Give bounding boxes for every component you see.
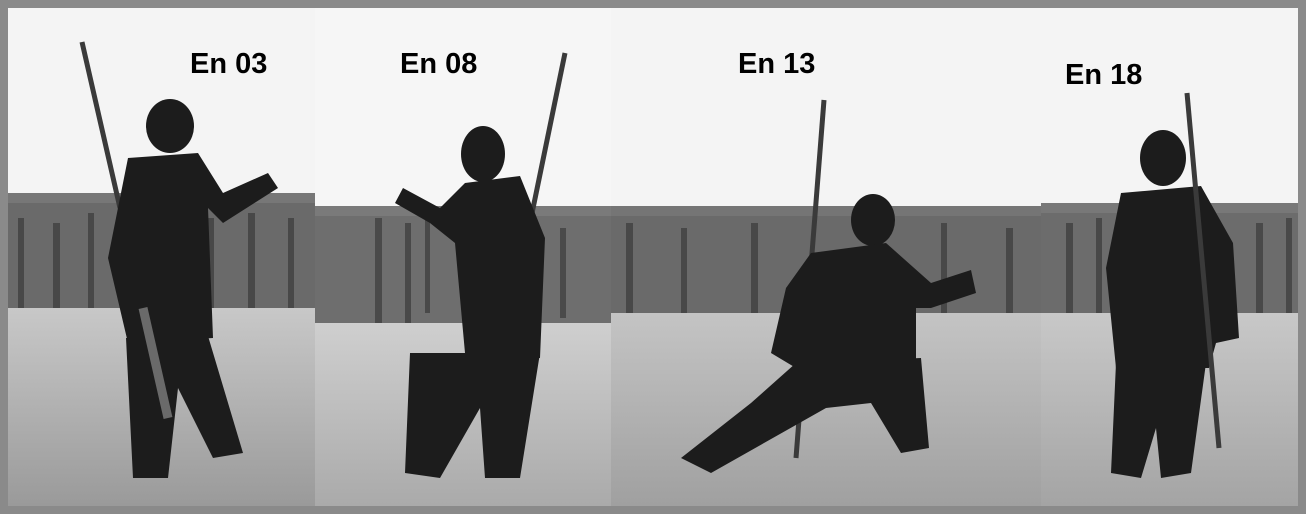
- photo-frame-3-image: [611, 8, 1041, 506]
- photo-frame-3: [611, 8, 1041, 506]
- frame-label-1: En 03: [190, 48, 268, 80]
- photo-frame-1-image: [8, 8, 315, 506]
- photo-frame-4-image: [1041, 8, 1298, 506]
- photo-frame-4: [1041, 8, 1298, 506]
- photo-frame-1: [8, 8, 315, 506]
- frame-label-2: En 08: [400, 48, 478, 80]
- photo-frame-2-image: [315, 8, 611, 506]
- frame-label-3: En 13: [738, 48, 816, 80]
- photo-frame-2: [315, 8, 611, 506]
- frame-label-4: En 18: [1065, 59, 1143, 91]
